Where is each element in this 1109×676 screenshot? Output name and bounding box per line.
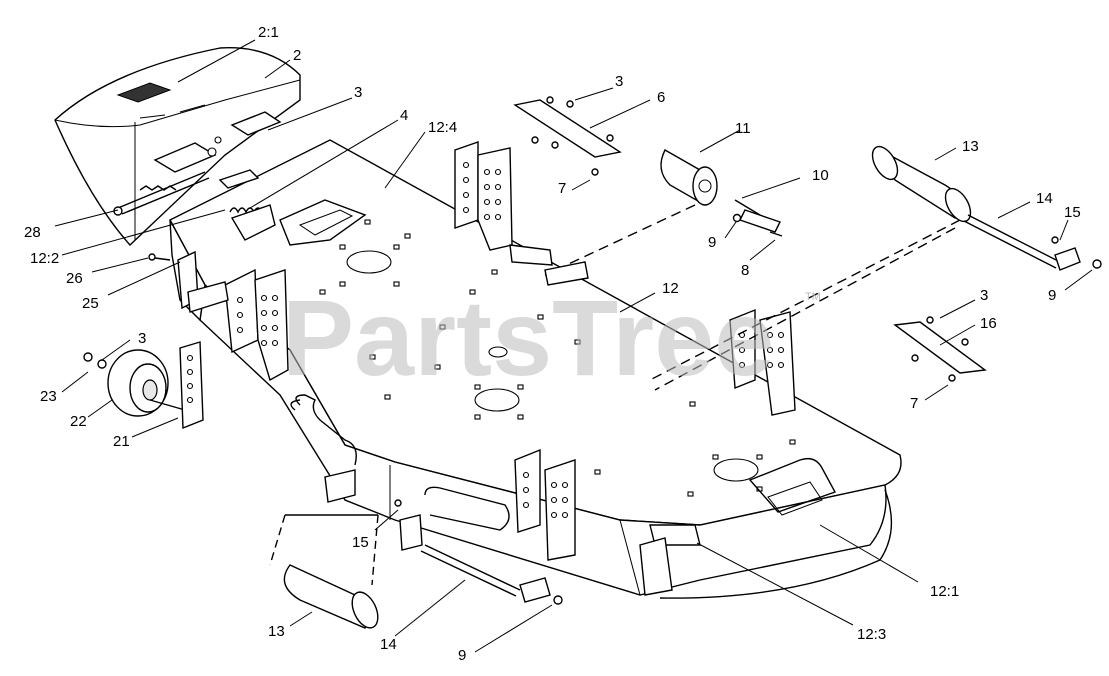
mower-deck-shell [169, 139, 902, 599]
rear-roller-rod [649, 219, 961, 381]
caster-bracket-left [179, 341, 204, 430]
callout-14: 14 [380, 636, 397, 653]
callout-12-1: 12:1 [930, 583, 959, 600]
hinge-rod [113, 171, 210, 216]
center-roller-rod [544, 204, 696, 276]
callout-26: 26 [66, 270, 83, 287]
leader-lines [54, 39, 1093, 653]
svg-text:TM: TM [805, 291, 821, 303]
callout-28: 28 [24, 224, 41, 241]
callout-4: 4 [400, 107, 408, 124]
callout-16: 16 [980, 315, 997, 332]
bracket-right-front [639, 537, 673, 596]
callout-11: 11 [735, 120, 751, 137]
side-bracket-25 [148, 250, 229, 313]
callout-14: 14 [1036, 190, 1053, 207]
callout-15: 15 [352, 534, 369, 551]
roller-front-left [283, 564, 379, 629]
front-deflector-handle [424, 486, 510, 531]
callout-8: 8 [741, 262, 749, 279]
caster-wheel-left [107, 349, 186, 417]
callout-2: 2 [293, 47, 301, 64]
chute-hinge [153, 111, 282, 189]
callout-2-1: 2:1 [258, 24, 279, 41]
callout-9: 9 [708, 234, 716, 251]
partstree-watermark: PartsTree TM [282, 277, 821, 398]
callout-22: 22 [70, 413, 87, 430]
callout-3: 3 [615, 73, 623, 90]
height-bracket-front-right [514, 448, 576, 561]
blade-16 [893, 316, 987, 382]
height-bracket-front-left [224, 268, 289, 382]
torsion-spring [139, 185, 276, 241]
callout-labels: 2:1 2 3 4 12:4 3 6 11 13 7 10 14 15 28 1… [24, 24, 1081, 664]
callout-7: 7 [558, 180, 566, 197]
right-lift-handle [748, 457, 837, 516]
callout-13: 13 [962, 138, 979, 155]
callout-12-2: 12:2 [30, 250, 59, 267]
blade-6 [513, 96, 622, 176]
callout-12-3: 12:3 [857, 626, 886, 643]
roller-axle-10 [732, 199, 783, 237]
callout-12: 12 [662, 280, 679, 297]
callout-6: 6 [657, 89, 665, 106]
callout-7: 7 [910, 395, 918, 412]
spindle-openings [346, 250, 759, 482]
callout-9: 9 [1048, 287, 1056, 304]
washer-23 [83, 352, 107, 369]
callout-3: 3 [980, 287, 988, 304]
roller-shaft-front [420, 544, 563, 605]
roller-center [660, 149, 718, 206]
callout-3: 3 [138, 330, 146, 347]
callout-15: 15 [1064, 204, 1081, 221]
callout-25: 25 [82, 295, 99, 312]
rear-lift-handle [279, 199, 367, 246]
height-bracket-rear-left [454, 141, 553, 266]
deck-mounting-holes [319, 219, 796, 497]
roller-shaft-rear [963, 214, 1102, 271]
callout-12-4: 12:4 [428, 119, 457, 136]
svg-text:PartsTree: PartsTree [282, 277, 774, 398]
front-lift-handle [290, 394, 357, 466]
callout-3: 3 [354, 84, 362, 101]
callout-9: 9 [458, 647, 466, 664]
roller-rear-right [871, 145, 972, 223]
callout-23: 23 [40, 388, 57, 405]
discharge-chute [54, 47, 301, 247]
callout-21: 21 [113, 433, 130, 450]
callout-13: 13 [268, 623, 285, 640]
height-bracket-rear-right [729, 308, 796, 416]
front-roller-bracket [399, 514, 423, 551]
callout-10: 10 [812, 167, 829, 184]
